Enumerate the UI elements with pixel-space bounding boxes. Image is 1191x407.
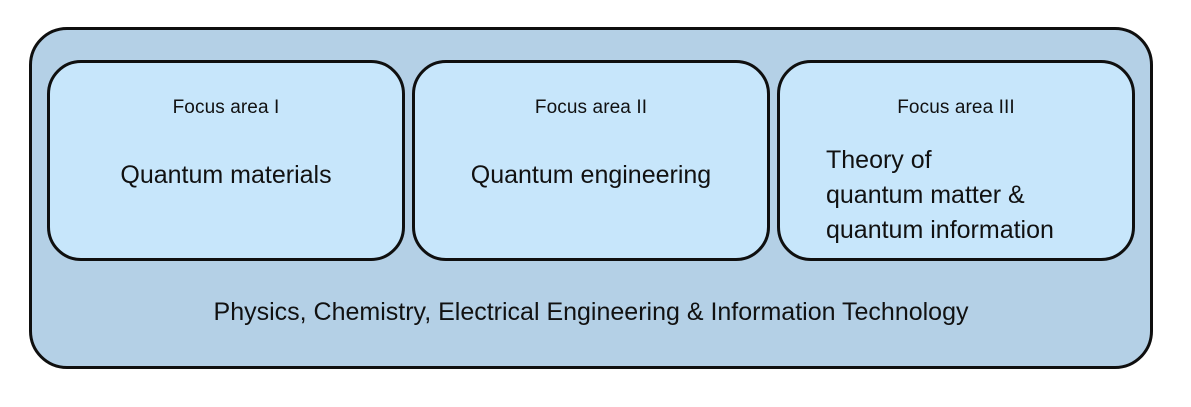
disciplines-label: Physics, Chemistry, Electrical Engineeri…	[213, 298, 969, 326]
focus-area-2-label: Focus area II	[534, 97, 648, 118]
focus-area-3-box: Focus area III Theory of quantum matter …	[777, 60, 1135, 261]
focus-area-3-title: Theory of quantum matter & quantum infor…	[826, 143, 1126, 248]
focus-area-3-title-line-2: quantum matter &	[826, 181, 1025, 209]
focus-area-2-title: Quantum engineering	[470, 161, 712, 189]
focus-area-3-title-line-1: Theory of	[826, 146, 932, 174]
focus-area-3-title-line-3: quantum information	[826, 216, 1054, 244]
focus-area-1-label: Focus area I	[172, 97, 280, 118]
focus-area-3-label: Focus area III	[897, 97, 1015, 118]
focus-area-1-title: Quantum materials	[120, 161, 332, 189]
focus-area-1-box: Focus area I Quantum materials	[47, 60, 405, 261]
focus-area-2-box: Focus area II Quantum engineering	[412, 60, 770, 261]
